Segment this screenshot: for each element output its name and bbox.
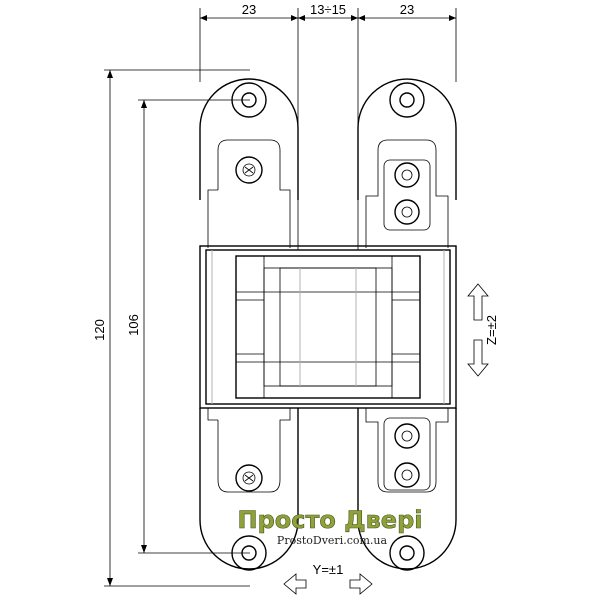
left-adjust-screw-bottom-icon bbox=[235, 464, 263, 492]
y-adjust-label: Y=±1 bbox=[313, 562, 344, 577]
dim-hole-spacing: 106 bbox=[126, 314, 141, 336]
watermark-brand: Просто Двері bbox=[238, 506, 423, 534]
bottom-left-mount-hole-icon bbox=[231, 535, 267, 571]
watermark-url: ProstoDveri.com.ua bbox=[277, 534, 388, 547]
hinge-mechanism bbox=[199, 245, 457, 409]
z-adjust-label: Z=±2 bbox=[484, 315, 499, 345]
y-adjustment: Y=±1 bbox=[283, 562, 373, 595]
left-dimensions: 120 106 bbox=[92, 69, 250, 587]
right-screw-3-icon bbox=[394, 423, 420, 449]
bottom-right-mount-hole-icon bbox=[389, 535, 425, 571]
hinge-left-leaf bbox=[199, 78, 299, 571]
top-dimensions: 23 13÷15 23 bbox=[199, 2, 457, 250]
dim-left-width: 23 bbox=[242, 2, 256, 17]
top-right-mount-hole-icon bbox=[389, 82, 425, 118]
right-screw-2-icon bbox=[394, 199, 420, 225]
dim-overall-height: 120 bbox=[92, 319, 107, 341]
left-adjust-screw-icon bbox=[235, 156, 263, 184]
arrow-up-icon bbox=[467, 283, 489, 321]
right-screw-4-icon bbox=[394, 462, 420, 488]
right-screw-1-icon bbox=[394, 162, 420, 188]
top-left-mount-hole-icon bbox=[231, 82, 267, 118]
arrow-down-icon bbox=[467, 339, 489, 377]
arrow-right-icon bbox=[349, 573, 373, 595]
dim-gap: 13÷15 bbox=[310, 2, 346, 17]
dim-right-width: 23 bbox=[400, 2, 414, 17]
z-adjustment: Z=±2 bbox=[467, 283, 499, 377]
arrow-left-icon bbox=[283, 573, 307, 595]
watermark: Просто Двері ProstoDveri.com.ua bbox=[237, 506, 423, 547]
hinge-right-leaf bbox=[357, 78, 457, 571]
